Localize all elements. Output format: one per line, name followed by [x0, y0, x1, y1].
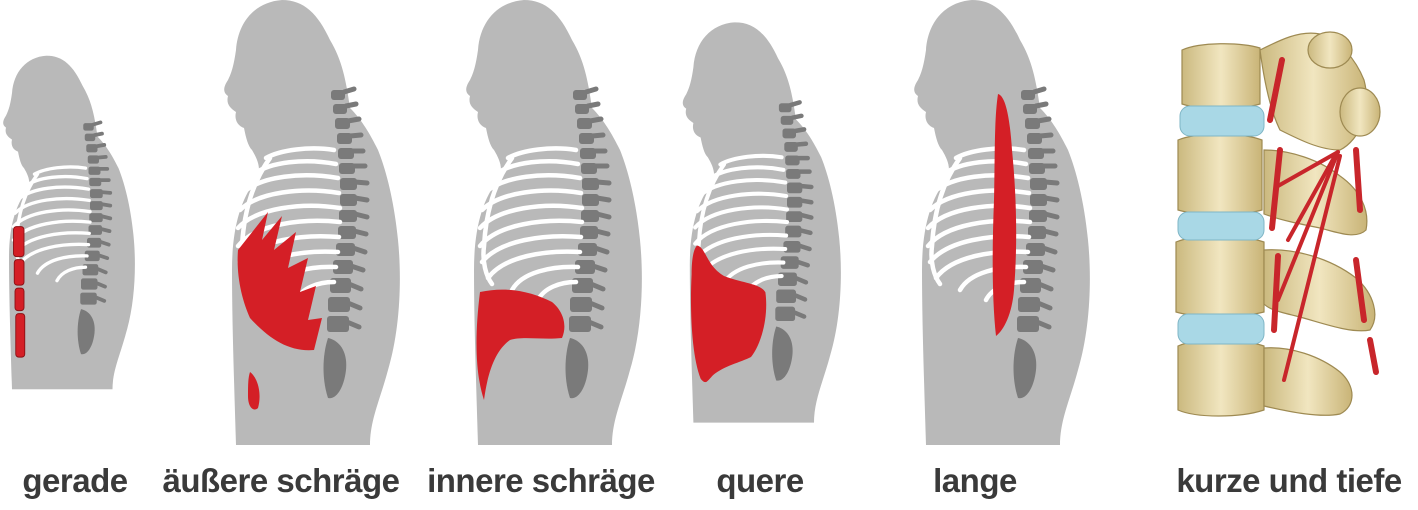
torso-silhouette [670, 0, 850, 445]
torso-silhouette [150, 0, 412, 445]
panel-gerade: gerade [0, 0, 150, 510]
caption-quere: quere [670, 462, 850, 500]
caption-lange: lange [850, 462, 1100, 500]
caption-aeussere-schraege: äußere schräge [150, 462, 412, 500]
panel-aeussere-schraege: äußere schräge [150, 0, 412, 510]
torso-silhouette [0, 0, 150, 445]
vertebrae [1160, 0, 1418, 445]
panel-lange: lange [850, 0, 1100, 510]
caption-kurze-und-tiefe: kurze und tiefe [1160, 462, 1418, 500]
caption-gerade: gerade [0, 462, 150, 500]
torso-silhouette [850, 0, 1100, 445]
torso-silhouette [412, 0, 670, 445]
panel-kurze-und-tiefe: kurze und tiefe [1160, 0, 1418, 510]
panel-innere-schraege: innere schräge [412, 0, 670, 510]
caption-innere-schraege: innere schräge [412, 462, 670, 500]
panel-quere: quere [670, 0, 850, 510]
